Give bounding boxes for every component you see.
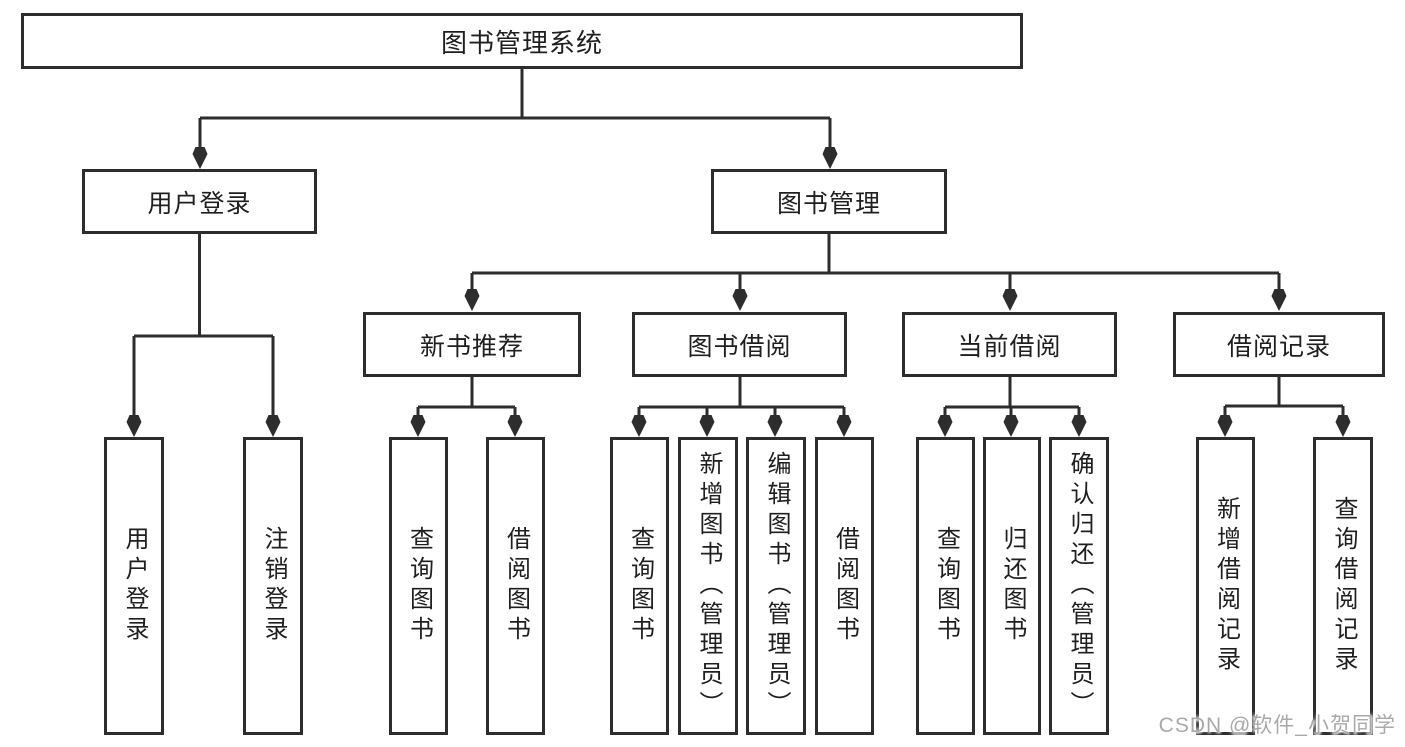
node-user-login-group: 用户登录: [82, 169, 317, 234]
leaf-user-login: 用户登录: [104, 437, 164, 735]
leaf-query-books: 查询图书: [916, 437, 975, 735]
leaf-add-book-admin: 新增图书（管理员）: [678, 437, 738, 735]
node-book-borrow: 图书借阅: [632, 312, 847, 377]
leaf-confirm-return-admin: 确认归还（管理员）: [1049, 437, 1109, 735]
node-book-management: 图书管理: [711, 169, 947, 234]
leaf-borrow-books: 借阅图书: [815, 437, 874, 735]
leaf-return-book: 归还图书: [983, 437, 1041, 735]
node-new-book-recommend: 新书推荐: [363, 312, 581, 377]
leaf-edit-book-admin: 编辑图书（管理员）: [746, 437, 806, 735]
node-current-borrow: 当前借阅: [902, 312, 1117, 377]
csdn-watermark: CSDN @软件_小贺同学: [1158, 714, 1396, 737]
leaf-query-books: 查询图书: [389, 437, 448, 735]
leaf-logout: 注销登录: [243, 437, 303, 735]
node-library-management-system: 图书管理系统: [21, 13, 1023, 69]
leaf-borrow-books: 借阅图书: [486, 437, 545, 735]
leaf-query-borrow-record: 查询借阅记录: [1313, 437, 1373, 735]
leaf-query-books: 查询图书: [610, 437, 669, 735]
arrowheads: [126, 147, 1351, 437]
node-borrow-records: 借阅记录: [1173, 312, 1385, 377]
leaf-add-borrow-record: 新增借阅记录: [1196, 437, 1255, 735]
